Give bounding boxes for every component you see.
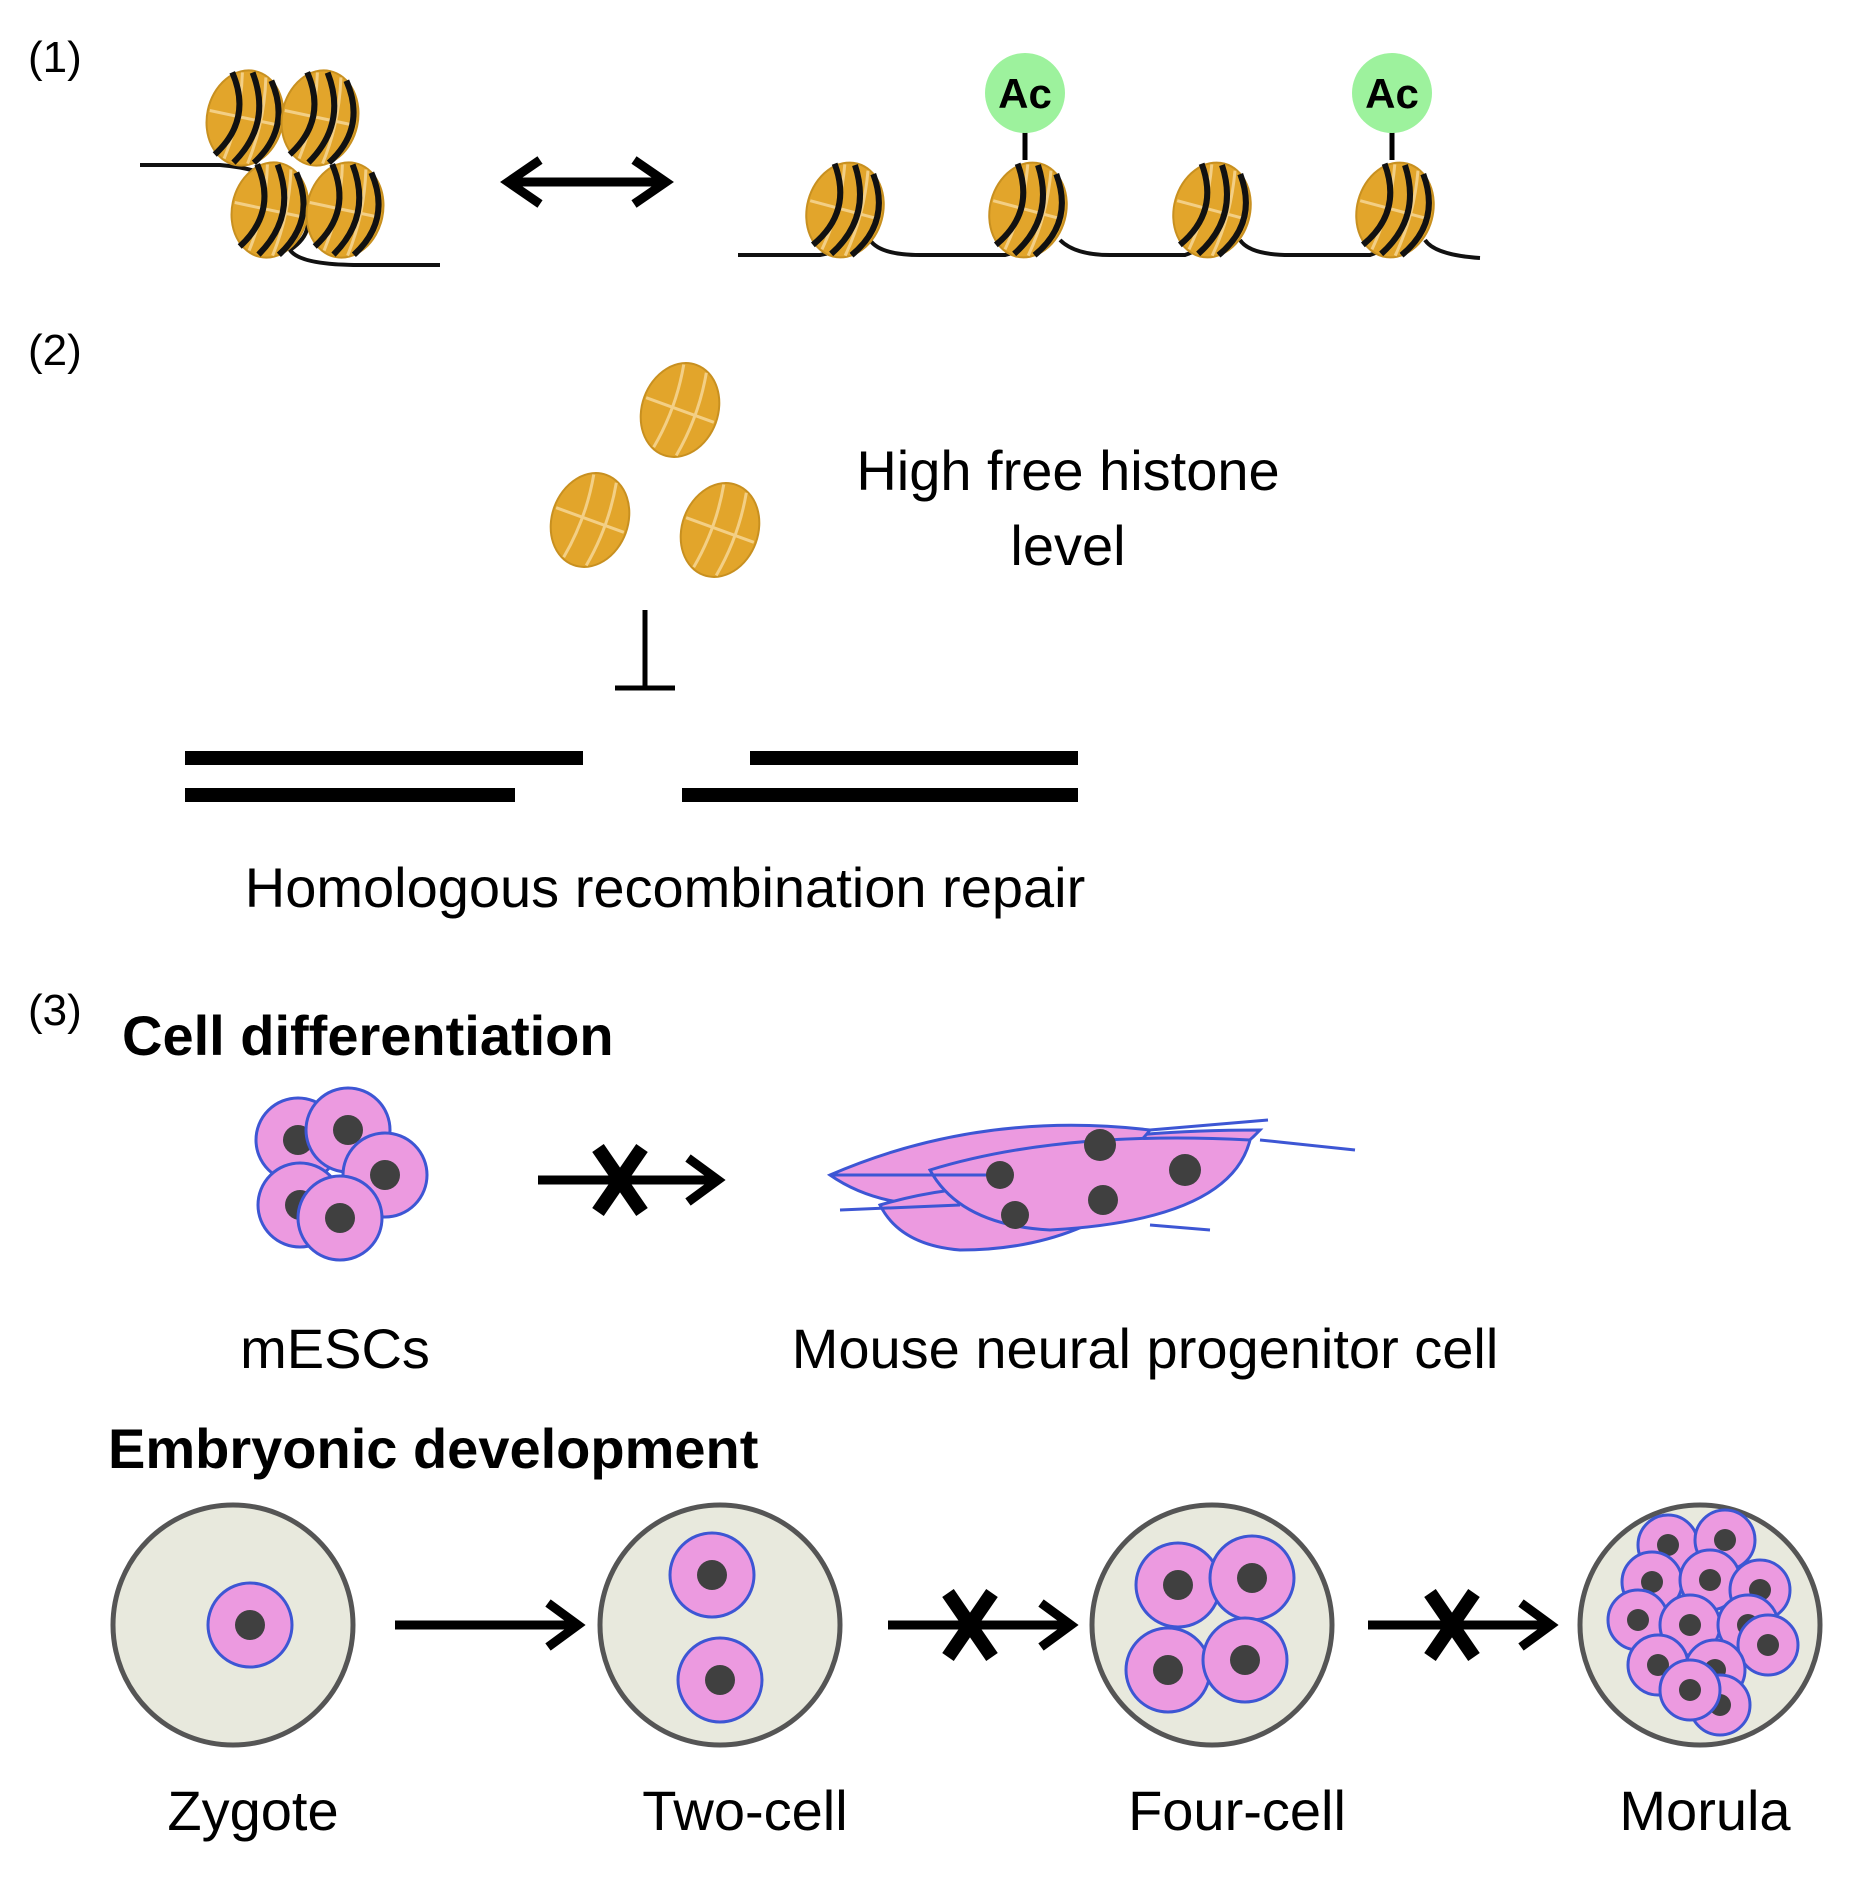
two-cell-embryo [597, 1502, 843, 1748]
neural-progenitor-cells [826, 1118, 1356, 1252]
blocked-arrow-two-to-four [888, 1593, 1079, 1657]
free-histones [536, 350, 774, 590]
histone-level-line1: High free histone [856, 439, 1279, 502]
embryonic-development-title: Embryonic development [108, 1417, 758, 1480]
mescs-cluster [254, 1086, 429, 1262]
inhibition-symbol [615, 610, 675, 691]
stage-label-two-cell: Two-cell [642, 1779, 847, 1842]
acetylation-mark-2: Ac [1352, 53, 1432, 160]
npc-label: Mouse neural progenitor cell [792, 1317, 1499, 1380]
double-headed-arrow [500, 156, 674, 208]
stage-label-morula: Morula [1619, 1779, 1791, 1842]
four-cell-embryo [1089, 1502, 1335, 1748]
condensed-chromatin [140, 63, 440, 265]
open-chromatin [738, 154, 1481, 266]
cell-differentiation-title: Cell differentiation [122, 1004, 614, 1067]
panel-2-label: (2) [28, 326, 82, 375]
acetylation-mark-1: Ac [985, 53, 1065, 160]
mescs-label: mESCs [240, 1317, 430, 1380]
ac-label-1: Ac [998, 70, 1052, 117]
arrow-zygote-to-two-cell [395, 1599, 586, 1651]
stage-label-four-cell: Four-cell [1128, 1779, 1346, 1842]
panel-1-label: (1) [28, 33, 82, 82]
ac-label-2: Ac [1365, 70, 1419, 117]
morula [1577, 1502, 1823, 1748]
zygote [110, 1502, 356, 1748]
panel-3-label: (3) [28, 986, 82, 1035]
histone-level-line2: level [1010, 514, 1125, 577]
blocked-arrow-four-to-morula [1368, 1593, 1559, 1657]
hr-repair-label: Homologous recombination repair [245, 856, 1085, 919]
blocked-arrow-differentiation [538, 1148, 726, 1212]
stage-label-zygote: Zygote [167, 1779, 338, 1842]
dna-break [185, 751, 1078, 802]
